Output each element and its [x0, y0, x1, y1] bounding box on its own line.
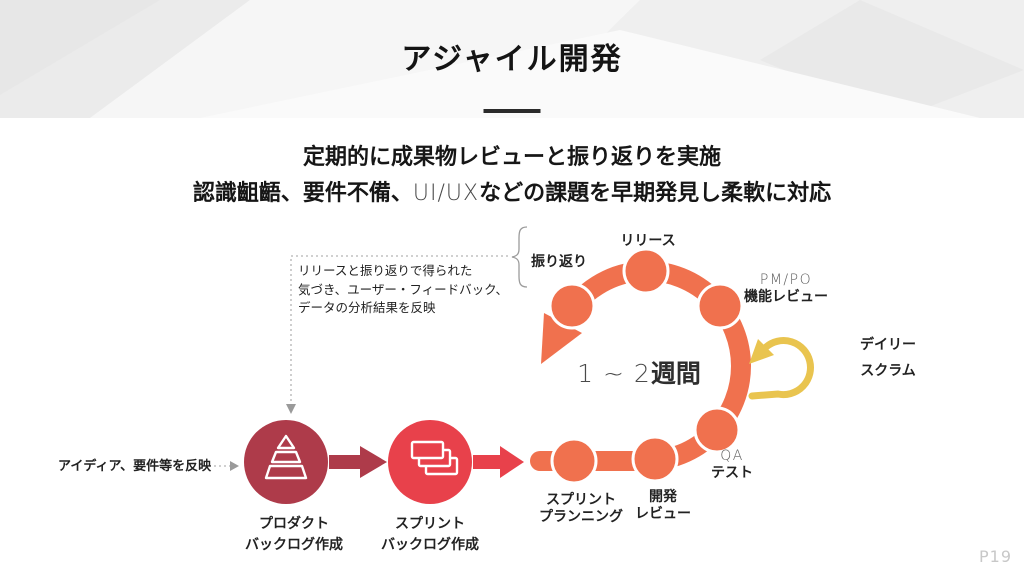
intro-statement: 定期的に成果物レビューと振り返りを実施 認識齟齬、要件不備、UI/UXなどの課題… [0, 140, 1024, 212]
intro-line-2: 認識齟齬、要件不備、UI/UXなどの課題を早期発見し柔軟に対応 [192, 181, 832, 206]
flow-arrow-1 [329, 446, 387, 478]
daily-scrum-label: デイリー スクラム [860, 337, 916, 379]
loop-arrow-icon [748, 337, 814, 400]
feedback-arrowhead [286, 404, 296, 414]
pyramid-icon [264, 434, 308, 480]
node-pm-po-review [696, 282, 744, 330]
title-underline [483, 109, 541, 113]
page-number: P19 [978, 547, 1012, 566]
sprint-planning-label: スプリント プランニング [539, 492, 623, 525]
slide-header: アジャイル開発 [0, 0, 1024, 118]
idea-annotation: アイディア、要件等を反映 [58, 459, 212, 474]
product-backlog-label: プロダクト バックログ作成 [245, 516, 343, 553]
dev-review-label: 開発 レビュー [635, 489, 691, 522]
node-release [622, 247, 670, 295]
cycle-duration-label: 1 ~ 2週間 [577, 359, 701, 388]
flow-arrow-2 [473, 446, 524, 478]
qa-test-label: QA テスト [711, 448, 753, 481]
sprint-backlog-step [388, 420, 472, 504]
sprint-backlog-label: スプリント バックログ作成 [381, 516, 479, 553]
cycle-exit-arrowhead [541, 313, 582, 364]
node-qa-test [693, 406, 741, 454]
feedback-dotted-connector [290, 255, 508, 404]
retrospective-label: 振り返り [531, 254, 587, 270]
header-polygon-background [0, 0, 1024, 118]
node-sprint-planning [550, 437, 598, 485]
intro-line-1: 定期的に成果物レビューと振り返りを実施 [302, 145, 721, 170]
release-label: リリース [620, 233, 676, 249]
stacked-cards-icon [410, 440, 459, 476]
idea-arrowhead [230, 461, 239, 471]
feedback-annotation: リリースと振り返りで得られた 気づき、ユーザー・フィードバック、 データの分析結… [298, 263, 509, 315]
node-retrospective [548, 282, 596, 330]
retrospective-curly-brace [511, 226, 528, 288]
page-title: アジャイル開発 [401, 42, 623, 77]
product-backlog-step [244, 420, 328, 504]
pm-po-review-label: PM/PO 機能レビュー [744, 272, 828, 305]
node-dev-review [631, 435, 679, 483]
